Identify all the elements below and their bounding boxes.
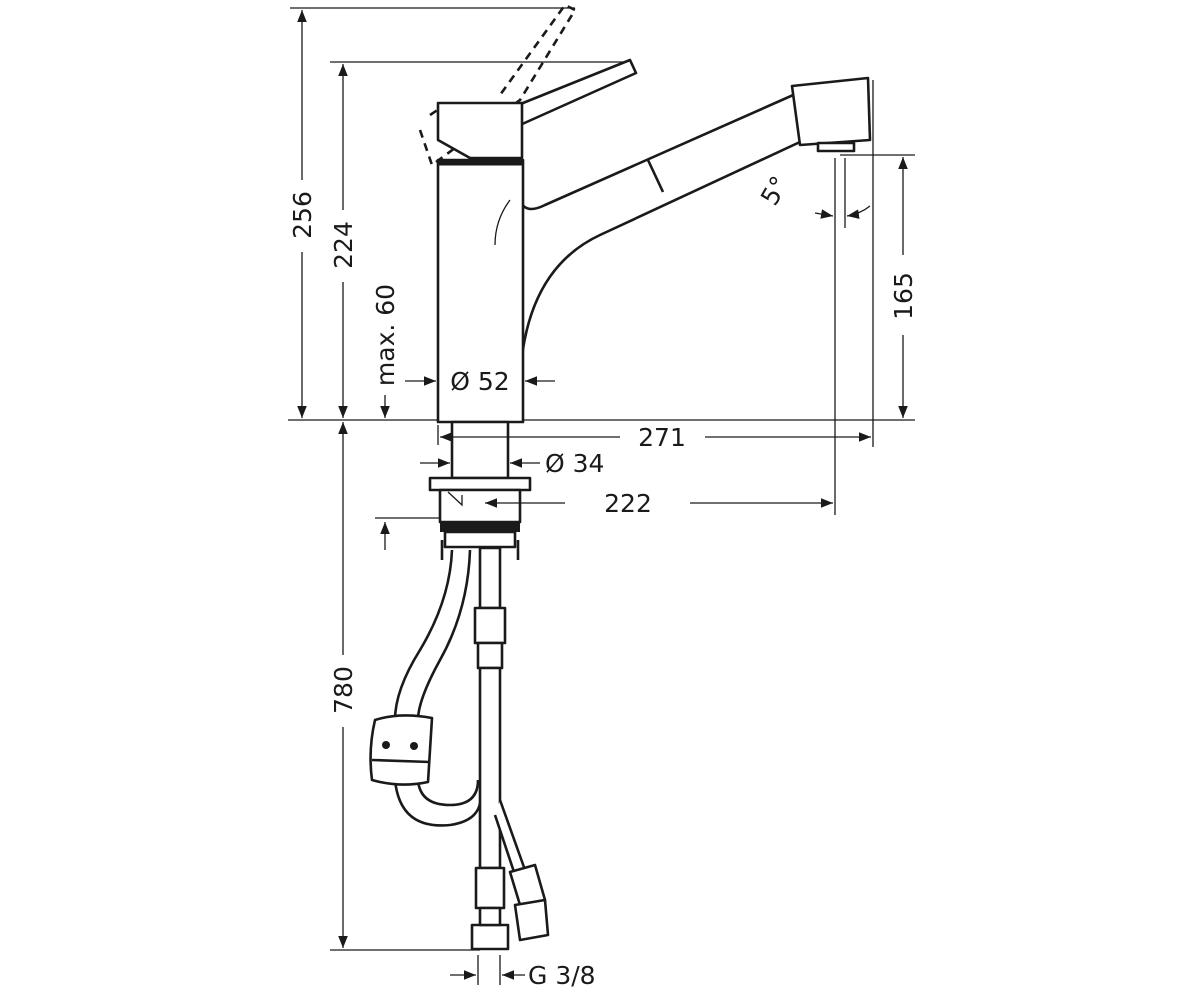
label-angle: 5° <box>755 171 794 210</box>
label-body-diameter: Ø 52 <box>450 367 509 396</box>
extension-lines <box>288 7 915 985</box>
label-max-deck: max. 60 <box>371 284 400 386</box>
label-spout-center: 222 <box>604 489 652 518</box>
label-total-height: 256 <box>288 191 317 239</box>
dimension-labels: 256 224 max. 60 Ø 52 165 271 Ø 34 222 5°… <box>288 171 918 990</box>
label-reach: 271 <box>638 423 686 452</box>
dimension-lines <box>297 9 908 980</box>
label-shank-diameter: Ø 34 <box>545 449 604 478</box>
label-outlet-height: 165 <box>889 272 918 320</box>
faucet-outline <box>369 3 872 951</box>
label-hose-length: 780 <box>329 666 358 714</box>
label-connection: G 3/8 <box>528 961 596 990</box>
label-lever-height: 224 <box>329 221 358 269</box>
